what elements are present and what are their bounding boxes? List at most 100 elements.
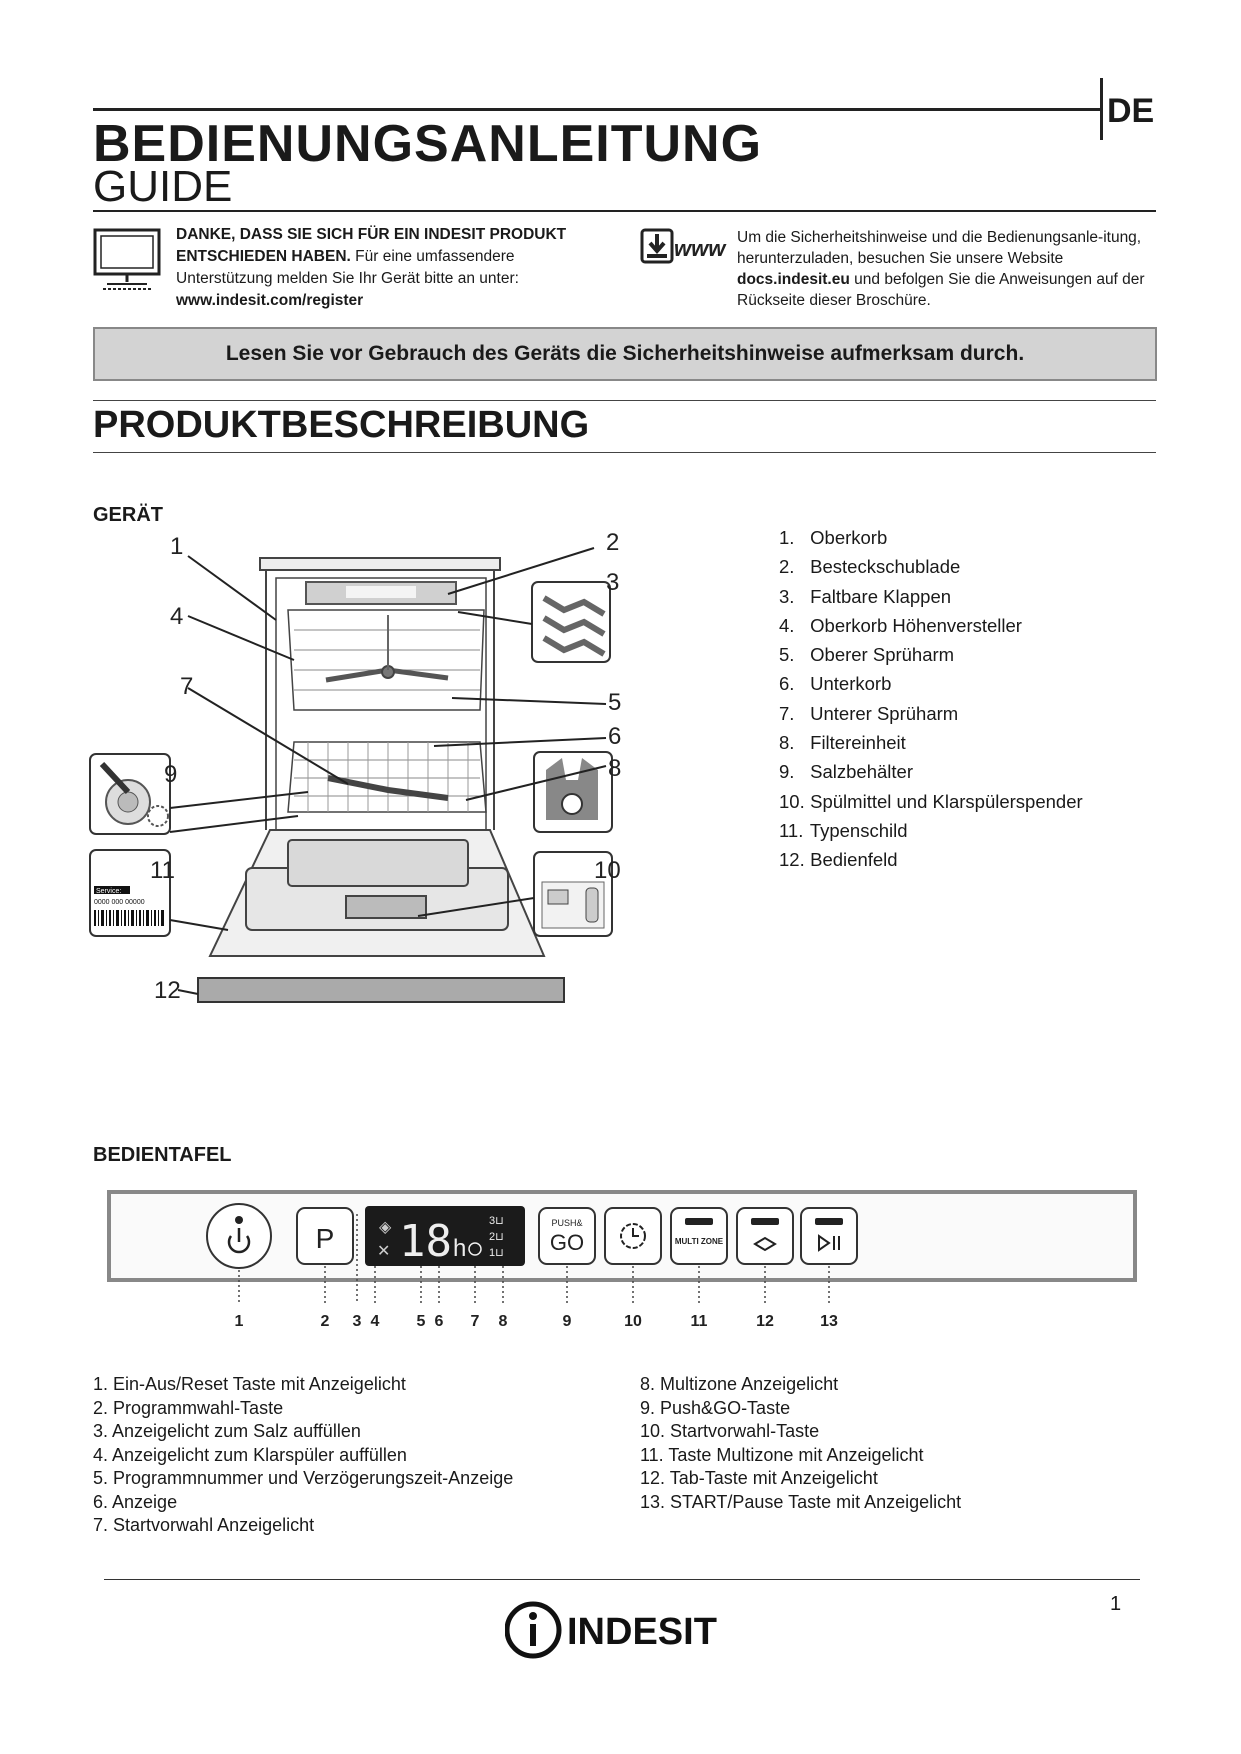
legend-item: 6. Anzeige [93, 1491, 513, 1515]
program-button[interactable]: P [296, 1207, 354, 1265]
multizone-label: MULTI ZONE [675, 1237, 724, 1246]
legend-number: 8. [640, 1374, 656, 1394]
legend-label: Anzeige [112, 1491, 178, 1512]
callout-12: 12 [154, 977, 181, 1004]
callout-6: 6 [608, 723, 621, 750]
legend-label: Startvorwahl Anzeigelicht [113, 1515, 315, 1535]
legend-label: Taste Multizone mit Anzeigelicht [668, 1444, 924, 1465]
part-label: Oberkorb [810, 527, 888, 548]
indesit-logo: INDESIT [505, 1601, 717, 1659]
part-item: 5. Oberer Sprüharm [779, 640, 1083, 669]
part-label: Faltbare Klappen [810, 585, 952, 607]
part-label: Besteckschublade [810, 556, 961, 578]
footer-rule [104, 1579, 1140, 1580]
page-number: 1 [1110, 1593, 1122, 1615]
docs-text-2: und befolgen Sie die Anweisungen auf der… [737, 271, 1145, 309]
title-rule [93, 210, 1156, 212]
legend-item: 12. Tab-Taste mit Anzeigelicht [640, 1467, 961, 1491]
part-number: 8. [779, 732, 795, 754]
part-label: Filtereinheit [810, 732, 906, 754]
legend-number: 11. [640, 1444, 664, 1465]
tab-button[interactable] [736, 1207, 794, 1265]
panel-heading: BEDIENTAFEL [93, 1144, 232, 1166]
panel-callout-13: 13 [820, 1313, 838, 1330]
part-item: 6. Unterkorb [779, 669, 1083, 698]
panel-callout-12: 12 [756, 1313, 774, 1330]
part-item: 9. Salzbehälter [779, 757, 1083, 786]
docs-text-1: Um die Sicherheitshinweise und die Bedie… [737, 229, 1142, 267]
part-label: Oberkorb Höhenversteller [810, 614, 1022, 636]
intro-docs: Um die Sicherheitshinweise und die Bedie… [737, 227, 1157, 311]
display: ◈ ✕ 18 h 3⊔ 2⊔ 1⊔ [365, 1206, 525, 1267]
part-number: 6. [779, 673, 795, 695]
callout-1: 1 [170, 533, 183, 560]
part-number: 10. [779, 790, 805, 812]
docs-link[interactable]: docs.indesit.eu [737, 271, 850, 288]
part-label: Unterer Sprüharm [810, 702, 959, 724]
panel-callout-8: 8 [499, 1313, 508, 1330]
panel-callout-1: 1 [235, 1313, 244, 1330]
part-number: 11. [779, 819, 804, 841]
zone-3: 3⊔ [489, 1215, 504, 1227]
legend-item: 7. Startvorwahl Anzeigelicht [93, 1514, 513, 1538]
part-item: 7. Unterer Sprüharm [779, 699, 1083, 728]
legend-number: 1. [93, 1374, 109, 1394]
legend-label: Tab-Taste mit Anzeigelicht [669, 1468, 878, 1488]
push-go-button[interactable]: PUSH& GO [538, 1207, 596, 1265]
part-number: 12. [779, 849, 805, 871]
section-rule-bottom [93, 452, 1156, 453]
part-item: 8. Filtereinheit [779, 728, 1083, 757]
part-item: 2. Besteckschublade [779, 552, 1083, 581]
panel-callout-4: 4 [371, 1313, 380, 1330]
intro-bold: DANKE, DASS SIE SICH FÜR EIN INDESIT PRO… [176, 226, 567, 265]
part-item: 12. Bedienfeld [779, 845, 1083, 874]
part-item: 11. Typenschild [779, 816, 1083, 845]
rinse-aid-indicator-icon: ✕ [377, 1241, 390, 1260]
legend-number: 3. [93, 1421, 109, 1441]
start-pause-button[interactable] [800, 1207, 858, 1265]
panel-callout-9: 9 [563, 1313, 572, 1330]
legend-item: 2. Programmwahl-Taste [93, 1397, 513, 1421]
legend-label: Ein-Aus/Reset Taste mit Anzeigelicht [113, 1374, 406, 1394]
push-go-small: PUSH& [551, 1218, 582, 1228]
delay-start-button[interactable] [604, 1207, 662, 1265]
part-number: 9. [779, 761, 795, 783]
salt-indicator-icon: ◈ [379, 1217, 392, 1236]
legend-item: 3. Anzeigelicht zum Salz auffüllen [93, 1420, 513, 1444]
callout-5: 5 [608, 689, 621, 716]
panel-callout-10: 10 [624, 1313, 642, 1330]
callout-10: 10 [594, 857, 621, 884]
part-number: 7. [779, 702, 795, 724]
legend-label: Anzeigelicht zum Klarspüler auffüllen [112, 1444, 407, 1465]
page-title: BEDIENUNGSANLEITUNG [93, 115, 763, 173]
part-item: 4. Oberkorb Höhenversteller [779, 611, 1083, 640]
legend-number: 4. [93, 1444, 109, 1465]
legend-label: Multizone Anzeigelicht [660, 1374, 839, 1394]
register-link[interactable]: www.indesit.com/register [176, 292, 364, 309]
section-title: PRODUKTBESCHREIBUNG [93, 404, 590, 446]
legend-number: 7. [93, 1515, 109, 1535]
panel-callout-11: 11 [691, 1313, 708, 1330]
intro-thanks: DANKE, DASS SIE SICH FÜR EIN INDESIT PRO… [176, 224, 606, 312]
legend-number: 10. [640, 1421, 666, 1441]
push-go-big: GO [550, 1230, 584, 1255]
dishwasher-diagram: Service: 0000 000 00000 1 2 3 4 5 6 7 8 … [89, 529, 621, 1004]
legend-item: 5. Programmnummer und Verzögerungszeit-A… [93, 1467, 513, 1491]
part-item: 1. Oberkorb [779, 523, 1083, 552]
page-subtitle: GUIDE [93, 162, 233, 211]
panel-callout-5: 5 [417, 1313, 426, 1330]
power-button[interactable] [206, 1203, 272, 1269]
legend-number: 12. [640, 1468, 666, 1488]
legend-label: Startvorwahl-Taste [670, 1421, 820, 1441]
part-number: 2. [779, 556, 795, 578]
callout-7: 7 [180, 673, 193, 700]
callout-4: 4 [170, 603, 183, 630]
legend-number: 6. [93, 1491, 109, 1512]
zone-1: 1⊔ [489, 1247, 504, 1259]
multizone-button[interactable]: MULTI ZONE [670, 1207, 728, 1265]
part-label: Oberer Sprüharm [810, 644, 955, 666]
legend-item: 1. Ein-Aus/Reset Taste mit Anzeigelicht [93, 1373, 513, 1397]
part-label: Bedienfeld [810, 849, 898, 871]
service-label: Service: [96, 888, 121, 895]
